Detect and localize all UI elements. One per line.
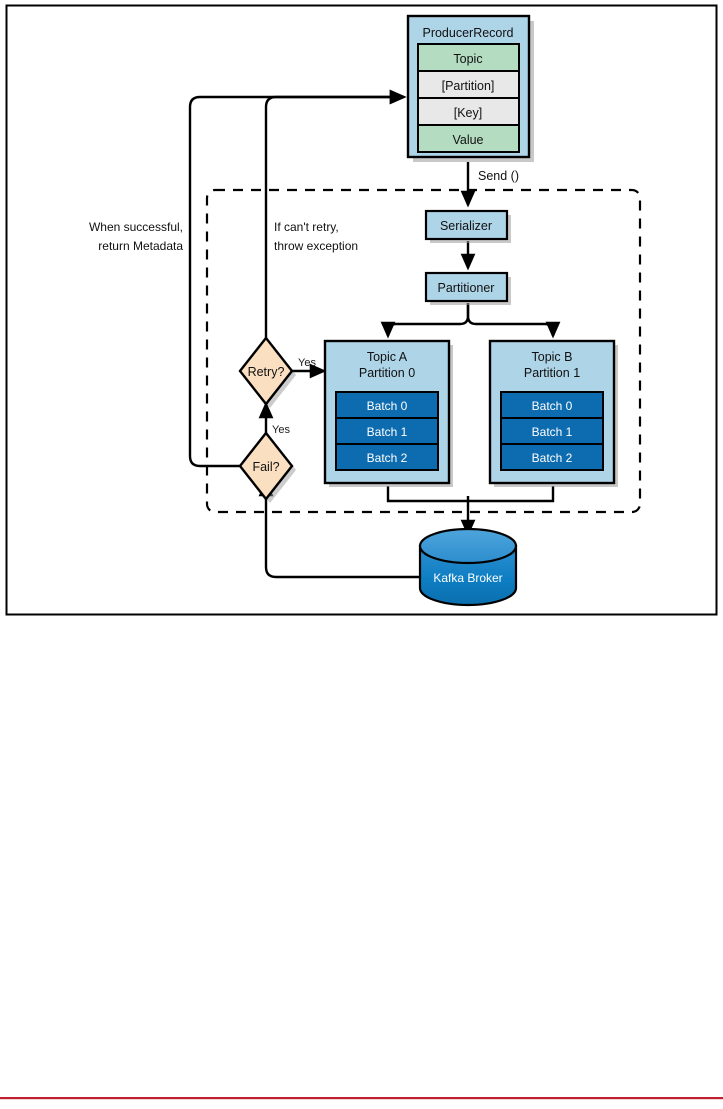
- fail-decision-label: Fail?: [252, 460, 279, 474]
- producer-record-title: ProducerRecord: [422, 26, 513, 40]
- producer-record-field-3-bg: [417, 124, 520, 153]
- edge-success-to-producerrecord: [188, 89, 407, 468]
- topic-a-box: Topic A Partition 0 Batch 0 Batch 1 Batc…: [323, 339, 453, 487]
- serializer-label: Serializer: [440, 219, 492, 233]
- kafka-broker-top: [418, 527, 518, 565]
- fail-diamond-shape: [238, 431, 294, 501]
- topic-b-batch-0-label: Batch 0: [532, 399, 573, 413]
- producer-record-field-2-label: [Key]: [454, 106, 483, 120]
- retry-decision: Retry?: [238, 336, 296, 408]
- topic-a-batch-0-bg: [335, 391, 439, 419]
- topic-b-box: Topic B Partition 1 Batch 0 Batch 1 Batc…: [488, 339, 618, 487]
- partitioner-panel: [424, 271, 509, 303]
- topic-b-batch-2-bg: [500, 443, 604, 471]
- producer-record-field-0-label: Topic: [453, 52, 482, 66]
- topic-a-batch-2-bg: [335, 443, 439, 471]
- producer-record-box: ProducerRecord Topic [Partition] [Key] V…: [406, 14, 534, 162]
- retry-diamond-shape: [238, 336, 294, 406]
- failure-annotation-line1: If can't retry,: [274, 220, 339, 234]
- kafka-broker-cylinder: Kafka Broker: [418, 527, 518, 607]
- edge-partitioner-to-topic-b: [466, 303, 561, 339]
- fail-decision: Fail?: [238, 431, 296, 503]
- topic-a-title-line2: Partition 0: [359, 366, 415, 380]
- success-annotation: When successful, return Metadata: [89, 220, 183, 253]
- failure-annotation-line2: throw exception: [274, 239, 358, 253]
- failure-annotation: If can't retry, throw exception: [274, 220, 358, 253]
- producer-record-field-0-bg: [417, 43, 520, 72]
- retry-yes-label: Yes: [298, 357, 316, 369]
- topic-a-batch-1-bg: [335, 417, 439, 445]
- success-annotation-line1: When successful,: [89, 220, 183, 234]
- edge-topic-b-out: [468, 486, 555, 503]
- kafka-broker-label: Kafka Broker: [433, 571, 502, 585]
- send-label: Send (): [478, 169, 519, 183]
- serializer-box: Serializer: [424, 209, 511, 243]
- topic-b-title-line2: Partition 1: [524, 366, 580, 380]
- serializer-panel: [424, 209, 509, 241]
- retry-decision-label: Retry?: [248, 365, 285, 379]
- topic-b-batch-1-label: Batch 1: [532, 425, 573, 439]
- producer-record-field-1-label: [Partition]: [442, 79, 495, 93]
- topic-b-batch-1-bg: [500, 417, 604, 445]
- success-annotation-line2: return Metadata: [98, 239, 183, 253]
- topic-b-title-line1: Topic B: [532, 350, 573, 364]
- topic-a-title-line1: Topic A: [367, 350, 408, 364]
- topic-b-batch-2-label: Batch 2: [532, 451, 573, 465]
- producer-boundary-dashed: [205, 188, 642, 514]
- edge-retry-rail-to-producerrecord: [264, 89, 407, 404]
- partitioner-label: Partitioner: [438, 281, 495, 295]
- connectors: [188, 89, 561, 579]
- producer-record-field-1-bg: [417, 70, 520, 99]
- bottom-rule: [0, 1097, 723, 1100]
- fail-yes-label: Yes: [272, 424, 290, 436]
- topic-a-batch-0-label: Batch 0: [367, 399, 408, 413]
- topic-a-batch-1-label: Batch 1: [367, 425, 408, 439]
- topic-a-batch-2-label: Batch 2: [367, 451, 408, 465]
- producer-record-field-3-label: Value: [452, 133, 483, 147]
- edge-broker-to-fail: [258, 479, 420, 579]
- partitioner-box: Partitioner: [424, 271, 511, 305]
- edge-topic-a-out: [386, 486, 468, 503]
